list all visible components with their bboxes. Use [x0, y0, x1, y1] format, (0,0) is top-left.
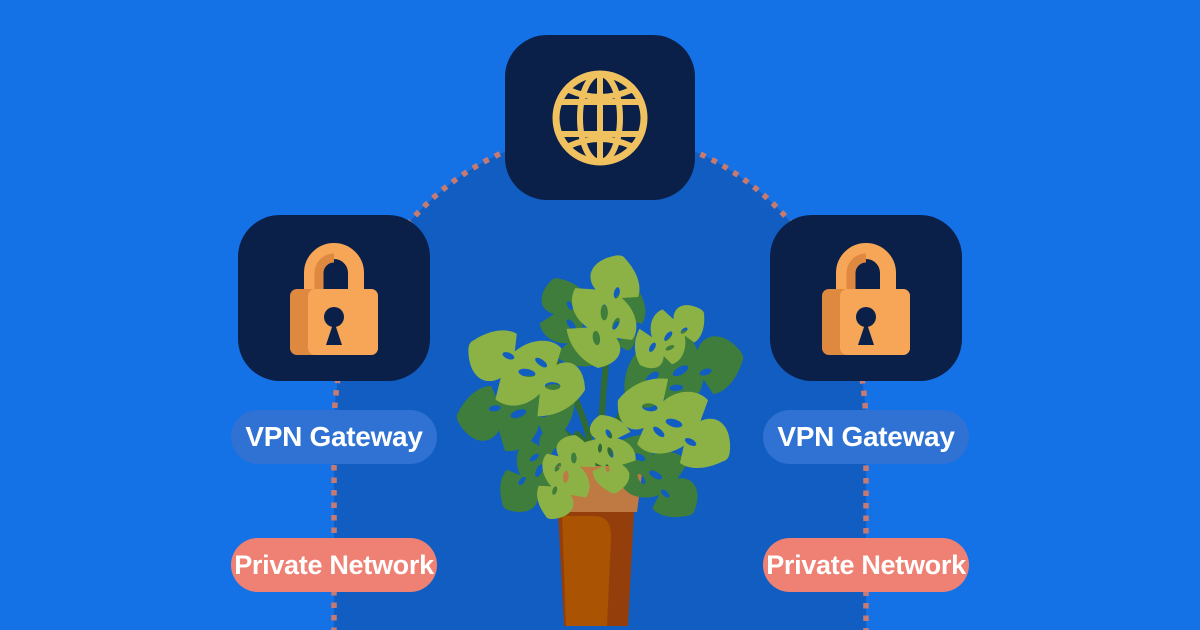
left-private-network-label: Private Network — [231, 538, 437, 592]
lock-icon — [822, 243, 910, 355]
right-private-network-label: Private Network — [763, 538, 969, 592]
left-vpn-gateway-label: VPN Gateway — [231, 410, 437, 464]
lock-icon — [290, 243, 378, 355]
internet-node-card — [505, 35, 695, 200]
potted-plant-illustration — [452, 247, 754, 626]
left-gateway-node-card — [238, 215, 430, 381]
right-gateway-node-card — [770, 215, 962, 381]
right-vpn-gateway-label: VPN Gateway — [763, 410, 969, 464]
globe-icon — [552, 70, 648, 165]
